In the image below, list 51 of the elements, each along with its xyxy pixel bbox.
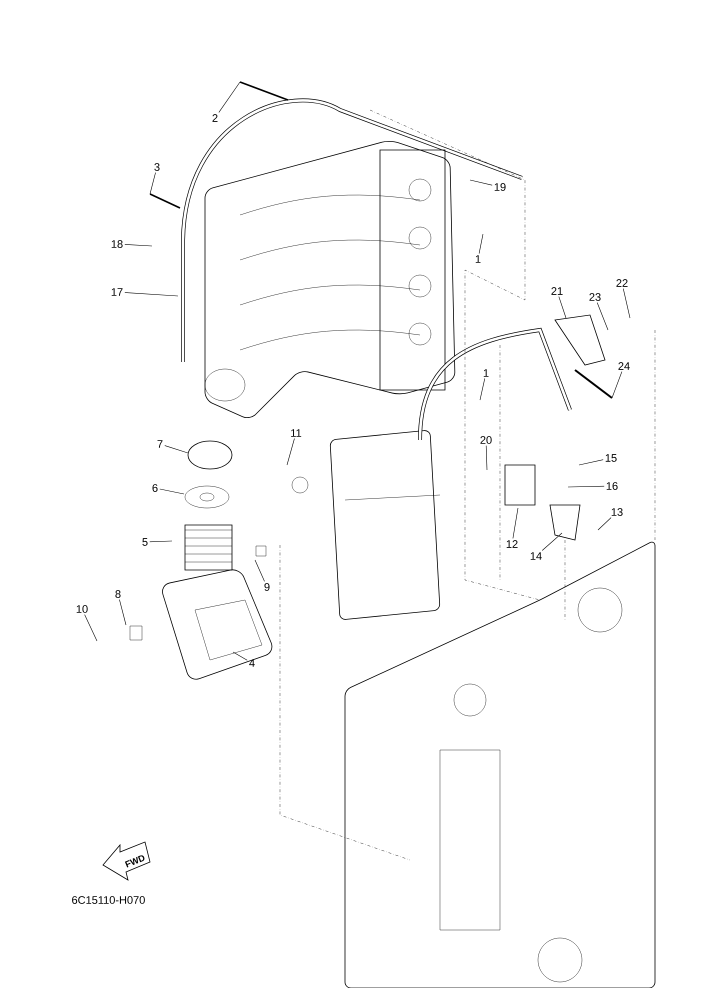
leader-line — [558, 296, 566, 318]
leader-line — [159, 488, 184, 494]
callout-number: 14 — [530, 552, 542, 560]
callout-number: 3 — [154, 163, 160, 171]
callout-number: 6 — [152, 484, 158, 492]
leader-line — [84, 614, 98, 642]
leader-line — [218, 82, 240, 113]
part-code: 6C15110-H070 — [72, 896, 145, 904]
leader-line — [578, 459, 604, 466]
callout-number: 11 — [291, 429, 302, 437]
leader-line — [612, 371, 622, 398]
leader-line — [149, 540, 172, 542]
callout-number: 12 — [506, 540, 518, 548]
leader-line — [470, 180, 492, 186]
leader-line — [486, 445, 488, 470]
callout-number: 5 — [142, 538, 148, 546]
leader-line — [596, 302, 608, 330]
callout-number: 22 — [616, 279, 628, 287]
callout-number: 21 — [551, 287, 563, 295]
leader-line — [598, 517, 612, 530]
callout-number: 1 — [476, 255, 481, 263]
leader-line — [480, 378, 486, 400]
leader-line — [568, 486, 604, 488]
leader-line — [124, 244, 152, 246]
callout-number: 23 — [589, 293, 601, 301]
leader-line — [164, 445, 188, 454]
callout-number: 4 — [249, 659, 255, 667]
callout-number: 9 — [264, 583, 270, 591]
leader-line — [150, 172, 156, 194]
callout-number: 20 — [480, 436, 492, 444]
callout-number: 18 — [112, 240, 123, 248]
callout-number: 16 — [606, 482, 618, 490]
leader-line — [542, 532, 562, 551]
callout-number: 7 — [158, 440, 162, 448]
callout-number: 8 — [115, 590, 121, 598]
leader-line — [286, 438, 295, 466]
callout-number: 19 — [494, 183, 506, 191]
callout-number: 17 — [112, 288, 123, 296]
callout-number: 1 — [484, 369, 489, 377]
leader-line — [124, 292, 178, 296]
leader-line — [254, 560, 265, 582]
leader-line — [512, 508, 518, 539]
callout-number: 24 — [618, 362, 630, 370]
callout-number: 13 — [612, 508, 623, 516]
leader-line — [232, 652, 248, 661]
callout-number: 2 — [212, 114, 218, 122]
leader-line — [622, 288, 630, 318]
leader-line — [119, 599, 126, 626]
callout-number: 15 — [606, 454, 617, 462]
leader-line — [478, 234, 484, 254]
callout-number: 10 — [76, 605, 88, 613]
